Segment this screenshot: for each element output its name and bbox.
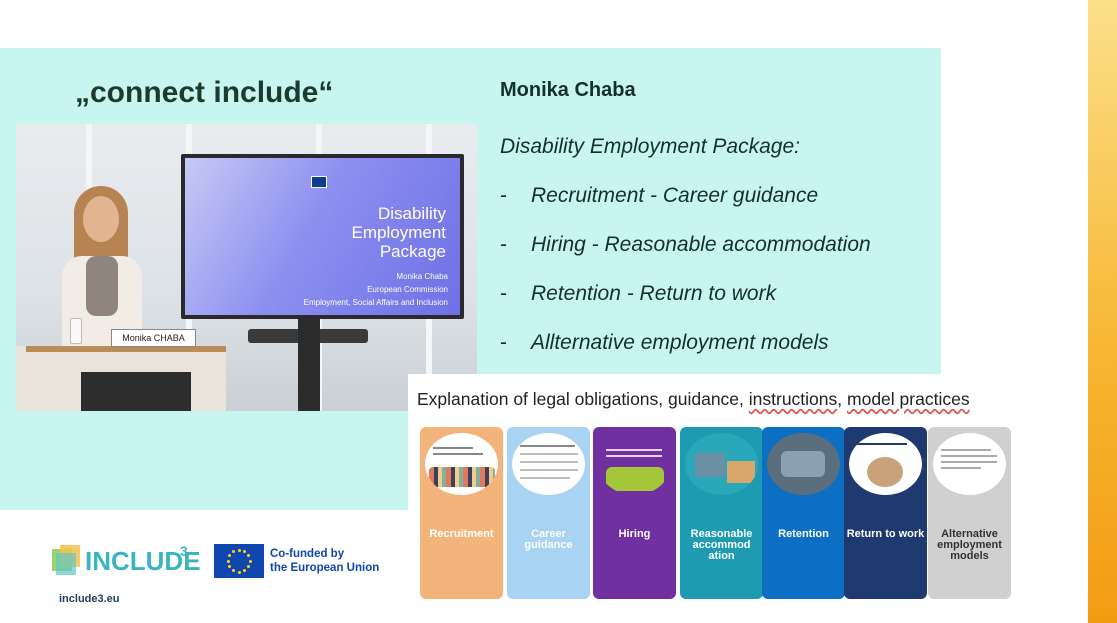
- card-label: Reasonable accommod ation: [690, 528, 753, 562]
- card-thumbnail: [598, 433, 671, 495]
- card-thumbnail: [933, 433, 1006, 495]
- speaker-scarf: [86, 256, 118, 316]
- water-glass: [70, 318, 82, 344]
- eu-star-icon: [237, 570, 241, 574]
- speaker-head: [83, 196, 119, 242]
- slide-title: „connect include“: [75, 76, 334, 109]
- package-title: Disability Employment Package:: [500, 135, 800, 158]
- speaker-photo: Disability Employment Package Monika Cha…: [16, 124, 477, 411]
- card-thumbnail: [425, 433, 498, 495]
- card-thumbnail: [685, 433, 758, 495]
- eu-star-icon: [226, 559, 230, 563]
- card-return-to-work: Return to work: [844, 427, 927, 599]
- card-label: Recruitment: [429, 528, 494, 540]
- card-hiring: Hiring: [593, 427, 676, 599]
- card-label: Career guidance: [524, 528, 573, 551]
- eu-star-icon: [227, 554, 231, 557]
- eu-star-icon: [247, 565, 251, 568]
- card-recruitment: Recruitment: [420, 427, 503, 599]
- card-thumbnail: [512, 433, 585, 495]
- podium-top: [26, 346, 226, 352]
- screen-subtitle: Monika Chaba European Commission Employm…: [303, 272, 448, 307]
- eu-star-icon: [227, 565, 231, 568]
- card-thumbnail: [767, 433, 840, 495]
- presentation-screen: Disability Employment Package Monika Cha…: [181, 154, 464, 319]
- speaker-name: Monika Chaba: [500, 79, 636, 101]
- tv-stand: [298, 319, 320, 411]
- eu-star-icon: [232, 549, 235, 553]
- eu-star-icon: [243, 549, 246, 553]
- website-link: include3.eu: [59, 593, 120, 605]
- eu-flag-icon: [311, 176, 327, 188]
- eu-star-icon: [232, 569, 235, 573]
- photo-illustration: [606, 467, 664, 491]
- card-label: Hiring: [618, 528, 651, 540]
- card-thumbnail: [849, 433, 922, 495]
- card-label: Alternative employment models: [937, 528, 1002, 562]
- presentation-screen-display: Disability Employment Package Monika Cha…: [185, 158, 460, 315]
- eu-cofunded-label: Co-funded by the European Union: [270, 548, 380, 574]
- eu-star-icon: [243, 569, 246, 573]
- card-reasonable-accommodation: Reasonable accommod ation: [680, 427, 763, 599]
- eu-star-icon: [247, 554, 251, 557]
- people-illustration: [429, 467, 495, 487]
- include3-logo-icon: [52, 545, 82, 575]
- eu-star-icon: [237, 548, 241, 552]
- include3-logo-superscript: 3: [180, 543, 188, 559]
- podium-box: [81, 372, 191, 411]
- card-label: Return to work: [846, 528, 925, 540]
- card-career-guidance: Career guidance: [507, 427, 590, 599]
- eu-star-icon: [248, 559, 252, 563]
- card-retention: Retention: [762, 427, 845, 599]
- include3-logo-text: INCLUDE: [85, 546, 201, 576]
- decorative-side-stripe: [1088, 0, 1117, 623]
- card-alternative-employment-models: Alternative employment models: [928, 427, 1011, 599]
- card-label: Retention: [778, 528, 829, 540]
- explanation-title: Explanation of legal obligations, guidan…: [417, 389, 970, 409]
- eu-flag-icon: [214, 544, 264, 578]
- nameplate: Monika CHABA: [111, 329, 196, 347]
- screen-title: Disability Employment Package: [351, 204, 446, 261]
